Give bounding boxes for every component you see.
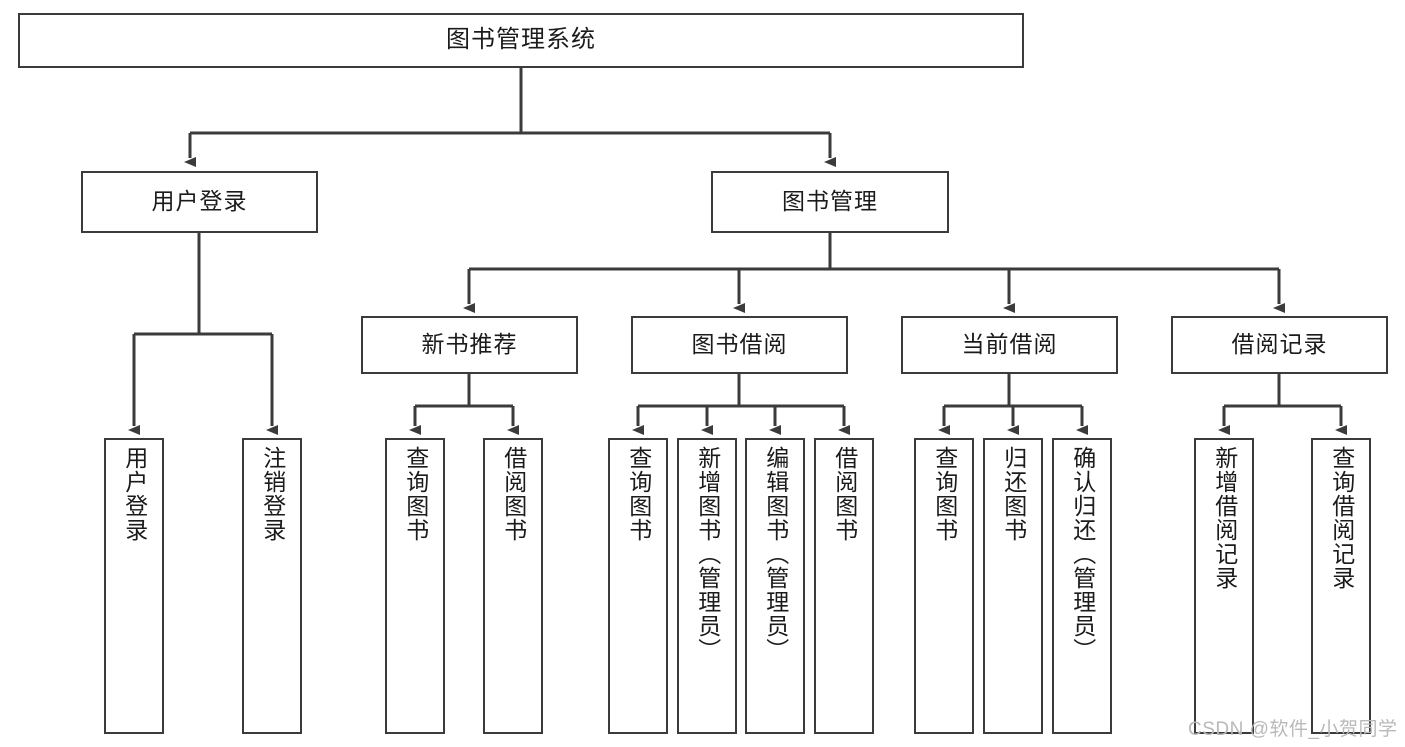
node-label: 用户登录 xyxy=(121,446,148,542)
node-label: 图书管理系统 xyxy=(446,26,596,54)
leaf-book-borrow-query-book[interactable]: 查询图书 xyxy=(608,438,668,734)
node-label: 查询图书 xyxy=(931,446,958,542)
leaf-current-borrow-return-book[interactable]: 归还图书 xyxy=(983,438,1043,734)
node-label: 注销登录 xyxy=(259,446,286,542)
node-label: 借阅记录 xyxy=(1231,331,1328,358)
leaf-user-login-logout[interactable]: 注销登录 xyxy=(242,438,302,734)
leaf-new-book-borrow-book[interactable]: 借阅图书 xyxy=(483,438,543,734)
node-book-management[interactable]: 图书管理 xyxy=(711,171,949,233)
node-label: 新增借阅记录 xyxy=(1211,446,1238,590)
leaf-new-book-query-book[interactable]: 查询图书 xyxy=(385,438,445,734)
node-new-book-recommend[interactable]: 新书推荐 xyxy=(361,316,578,374)
leaf-book-borrow-borrow-book[interactable]: 借阅图书 xyxy=(814,438,874,734)
node-label: 用户登录 xyxy=(151,188,248,215)
node-book-borrow[interactable]: 图书借阅 xyxy=(631,316,848,374)
node-label: 新书推荐 xyxy=(421,331,518,358)
node-label: 图书借阅 xyxy=(691,331,788,358)
node-user-login[interactable]: 用户登录 xyxy=(81,171,318,233)
node-label: 新增图书（管理员） xyxy=(694,446,721,662)
node-label: 查询图书 xyxy=(402,446,429,542)
leaf-current-borrow-confirm-return-admin[interactable]: 确认归还（管理员） xyxy=(1052,438,1112,734)
node-label: 借阅图书 xyxy=(500,446,527,542)
node-label: 图书管理 xyxy=(782,188,878,215)
node-label: 借阅图书 xyxy=(831,446,858,542)
node-borrow-record[interactable]: 借阅记录 xyxy=(1171,316,1388,374)
leaf-borrow-record-add-record[interactable]: 新增借阅记录 xyxy=(1194,438,1254,734)
leaf-book-borrow-add-book-admin[interactable]: 新增图书（管理员） xyxy=(677,438,737,734)
node-current-borrow[interactable]: 当前借阅 xyxy=(901,316,1118,374)
node-root-library-system[interactable]: 图书管理系统 xyxy=(18,13,1024,68)
leaf-borrow-record-query-record[interactable]: 查询借阅记录 xyxy=(1311,438,1371,734)
leaf-current-borrow-query-book[interactable]: 查询图书 xyxy=(914,438,974,734)
leaf-book-borrow-edit-book-admin[interactable]: 编辑图书（管理员） xyxy=(745,438,805,734)
node-label: 编辑图书（管理员） xyxy=(762,446,789,662)
watermark-csdn: CSDN @软件_小贺同学 xyxy=(1188,719,1398,740)
node-label: 查询图书 xyxy=(625,446,652,542)
node-label: 确认归还（管理员） xyxy=(1069,446,1096,662)
node-label: 当前借阅 xyxy=(961,331,1058,358)
node-label: 查询借阅记录 xyxy=(1328,446,1355,590)
leaf-user-login-do-login[interactable]: 用户登录 xyxy=(104,438,164,734)
node-label: 归还图书 xyxy=(1000,446,1027,542)
